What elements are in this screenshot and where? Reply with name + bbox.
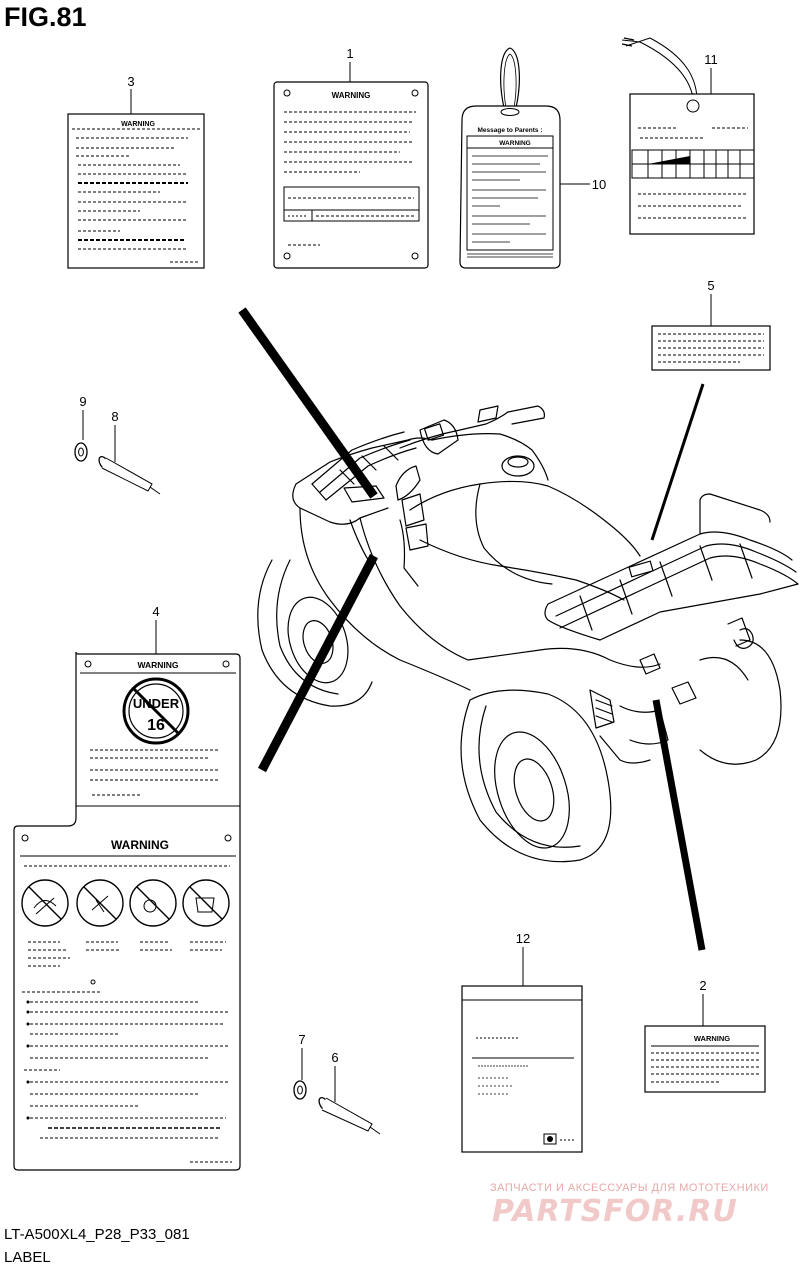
figure-title: FIG.81 xyxy=(4,2,87,32)
figure-code: LT-A500XL4_P28_P33_081 xyxy=(4,1226,190,1243)
age-text: 16 xyxy=(147,717,165,734)
warning-text: WARNING xyxy=(111,838,169,852)
under-text: UNDER xyxy=(133,696,180,711)
watermark-logo: PARTSFOR.RU xyxy=(492,1194,738,1229)
callout-3: 3 xyxy=(127,74,134,89)
washer-part-9 xyxy=(74,442,88,462)
callout-11: 11 xyxy=(704,52,718,67)
callout-12: 12 xyxy=(516,931,530,946)
pointer-line-rack-label xyxy=(238,307,378,499)
callout-8: 8 xyxy=(111,409,118,424)
figure-label: LABEL xyxy=(4,1249,51,1266)
warning-text: WARNING xyxy=(121,121,155,128)
callout-7: 7 xyxy=(298,1032,305,1047)
warning-text: WARNING xyxy=(137,660,178,670)
label-part-4: WARNING UNDER 16 WARNING xyxy=(13,651,241,1171)
atv-illustration xyxy=(257,405,799,863)
watermark-tagline: ЗАПЧАСТИ И АКСЕССУАРЫ ДЛЯ МОТОТЕХНИКИ xyxy=(490,1182,769,1194)
callout-10: 10 xyxy=(592,177,606,192)
pointer-line-part-2 xyxy=(652,699,706,951)
warning-text: WARNING xyxy=(499,140,530,147)
pointer-line-front-label xyxy=(258,553,378,773)
label-part-1: WARNING xyxy=(273,81,429,269)
label-part-10-hang-tag: Message to Parents : WARNING xyxy=(459,47,561,269)
washer-part-7 xyxy=(293,1080,307,1100)
label-part-5 xyxy=(651,325,771,371)
label-part-3: WARNING xyxy=(67,113,205,269)
callout-4: 4 xyxy=(152,604,159,619)
label-part-11-tag xyxy=(621,37,755,235)
callout-1: 1 xyxy=(346,46,353,61)
pointer-line-part-5 xyxy=(650,383,705,541)
label-part-2: WARNING xyxy=(644,1025,766,1093)
rivet-part-6 xyxy=(318,1096,381,1135)
callout-9: 9 xyxy=(79,394,86,409)
warning-text: WARNING xyxy=(694,1034,730,1043)
callout-6: 6 xyxy=(331,1050,338,1065)
warning-text: WARNING xyxy=(332,91,371,100)
message-to-parents-text: Message to Parents : xyxy=(477,127,542,134)
manual-part-12 xyxy=(461,985,583,1153)
callout-2: 2 xyxy=(699,978,706,993)
callout-5: 5 xyxy=(707,278,714,293)
rivet-part-8 xyxy=(98,455,161,495)
